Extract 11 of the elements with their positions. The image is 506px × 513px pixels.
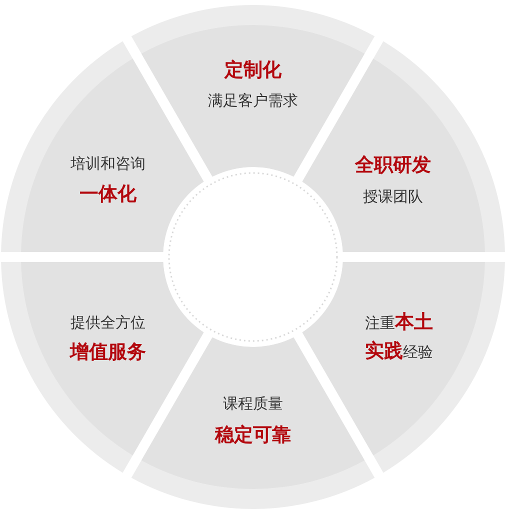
segment-text: 授课团队	[363, 188, 423, 206]
segment-text: 课程质量	[223, 394, 283, 414]
segment-title: 一体化	[80, 182, 136, 207]
segment-title: 增值服务	[70, 340, 146, 365]
segment-text: 注重本土实践经验	[364, 310, 434, 364]
segment-title: 定制化	[224, 58, 282, 83]
segment-text: 培训和咨询	[70, 154, 146, 174]
segment-title: 稳定可靠	[215, 423, 291, 448]
segment-text: 满足客户需求	[208, 92, 298, 110]
segment-title: 全职研发	[355, 153, 431, 178]
segment-text: 提供全方位	[70, 314, 146, 332]
